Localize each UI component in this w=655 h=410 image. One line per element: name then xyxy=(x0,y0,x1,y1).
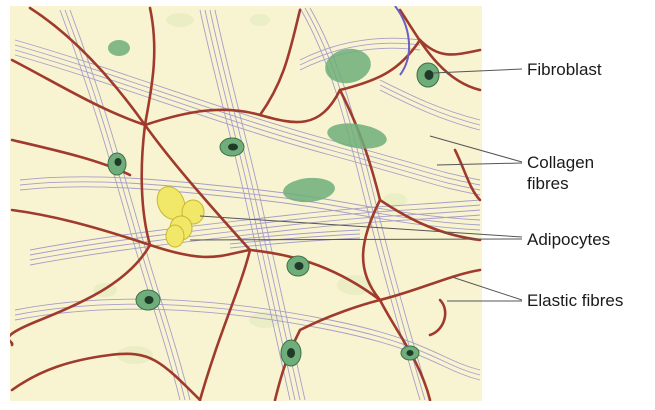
fibroblast-cell xyxy=(416,62,440,88)
fibroblast-cell-large xyxy=(327,123,387,149)
elastic-fibre xyxy=(10,58,147,127)
collagen-fibres-label-line2: fibres xyxy=(527,174,569,193)
fibroblast-cell xyxy=(280,339,302,367)
fibroblast-cell-large xyxy=(283,177,335,203)
collagen-bundle xyxy=(379,79,481,131)
leader-adipocytes-b xyxy=(189,238,523,241)
adipocytes-label: Adipocytes xyxy=(527,230,611,249)
collagen-fibres-label-line1: Collagen xyxy=(527,153,595,172)
fibroblasts xyxy=(107,40,440,367)
elastic-fibre xyxy=(10,352,202,401)
elastic-fibre xyxy=(378,198,482,242)
elastic-fibre xyxy=(418,38,482,56)
elastic-fibre xyxy=(398,8,482,92)
elastic-fibre xyxy=(298,298,382,332)
elastic-fibre xyxy=(10,243,152,347)
leader-elastic-a xyxy=(451,276,523,301)
collagen-bundle xyxy=(14,39,481,196)
adipocyte-cell xyxy=(165,224,185,248)
fibroblast-cell xyxy=(219,137,245,157)
leader-collagen-a xyxy=(429,135,523,163)
fibroblast-cell-large xyxy=(108,40,130,56)
collagen-fibres xyxy=(14,7,481,401)
elastic-fibre xyxy=(361,198,382,302)
collagen-bundle xyxy=(14,298,481,381)
elastic-fibre xyxy=(428,298,447,337)
fibroblast-cell xyxy=(286,255,310,277)
leader-adipocytes-a xyxy=(199,215,523,238)
elastic-fibre xyxy=(453,148,482,202)
leader-lines xyxy=(189,68,523,302)
elastic-fibre xyxy=(143,6,156,127)
fibroblast-cell xyxy=(135,289,161,311)
elastic-fibre xyxy=(248,248,382,302)
collagen-bundle xyxy=(59,9,191,401)
fibroblast-label: Fibroblast xyxy=(527,60,602,79)
leader-collagen-b xyxy=(436,162,523,166)
elastic-fibre xyxy=(258,8,302,117)
elastic-fibres xyxy=(10,6,482,401)
collagen-fibres-label: Collagen fibres xyxy=(527,152,594,194)
adipocytes xyxy=(156,186,205,248)
fibroblast-cell-large xyxy=(325,48,371,84)
elastic-fibre xyxy=(273,328,302,401)
fibroblast-cell xyxy=(107,152,127,176)
collagen-bundle xyxy=(19,176,481,231)
leader-fibroblast xyxy=(432,68,523,74)
elastic-fibre xyxy=(378,268,482,302)
collagen-fibre-dark xyxy=(394,6,411,76)
elastic-fibre xyxy=(198,248,252,401)
elastic-fibre xyxy=(140,123,152,247)
elastic-fibres-label: Elastic fibres xyxy=(527,291,624,310)
fibroblast-cell xyxy=(400,345,420,361)
elastic-fibre xyxy=(338,38,422,92)
